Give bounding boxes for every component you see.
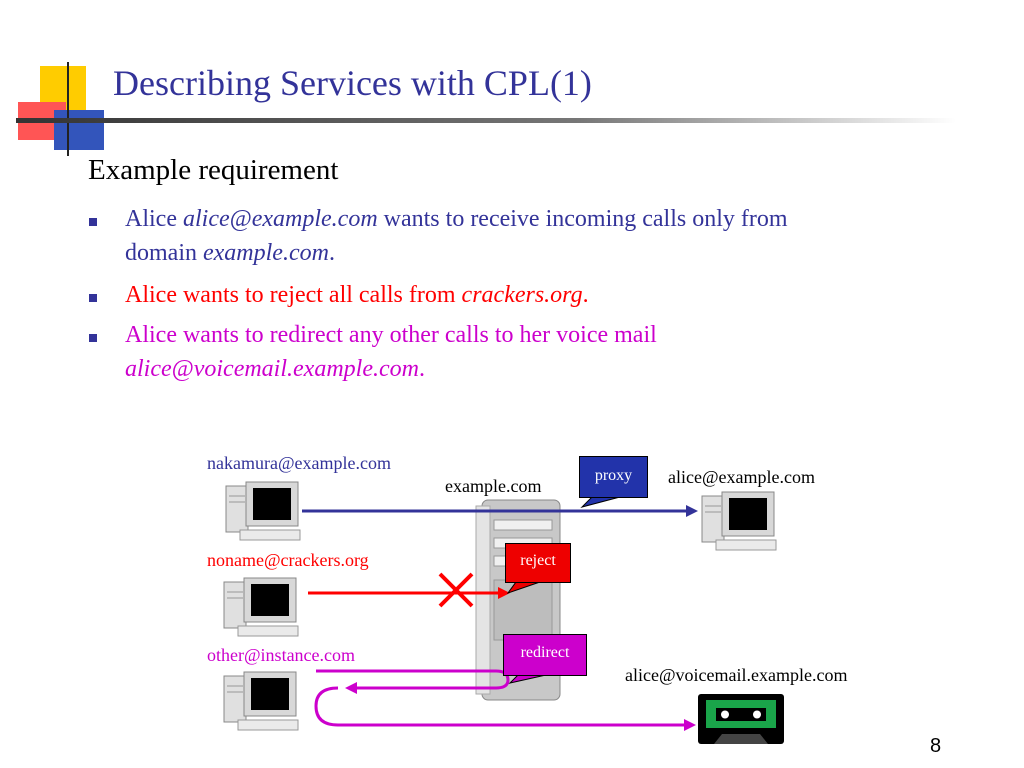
cassette-voicemail-icon bbox=[698, 694, 784, 744]
slide-subtitle: Example requirement bbox=[88, 154, 339, 186]
slide-title: Describing Services with CPL(1) bbox=[113, 63, 592, 103]
proxy-callout-pointer bbox=[580, 496, 621, 508]
bullet-marker bbox=[89, 334, 97, 342]
computer-other bbox=[223, 671, 299, 731]
caller-nakamura-label: nakamura@example.com bbox=[207, 453, 391, 473]
dest-alice-label: alice@example.com bbox=[668, 467, 816, 487]
proxy-arrow-head bbox=[686, 505, 698, 517]
computer-alice bbox=[701, 491, 777, 551]
computer-noname bbox=[223, 577, 299, 637]
caller-noname-label: noname@crackers.org bbox=[207, 550, 369, 570]
bullet-1-line-2: domain example.com. bbox=[125, 240, 335, 266]
page-number: 8 bbox=[930, 735, 942, 757]
bullet-marker bbox=[89, 294, 97, 302]
bullet-3-line-1: Alice wants to redirect any other calls … bbox=[125, 322, 657, 348]
redirect-forward-path bbox=[314, 686, 684, 727]
bullet-3-line-2: alice@voicemail.example.com. bbox=[125, 356, 425, 382]
server-label: example.com bbox=[445, 476, 542, 496]
redirect-forward-head bbox=[684, 719, 696, 731]
title-rule bbox=[16, 118, 956, 123]
bullet-1-line-1: Alice alice@example.com wants to receive… bbox=[125, 206, 788, 232]
redirect-return-path bbox=[316, 669, 510, 690]
redirect-callout: redirect bbox=[503, 634, 587, 676]
slide-decoration bbox=[16, 62, 956, 156]
proxy-callout: proxy bbox=[579, 456, 648, 498]
redirect-return-head bbox=[345, 682, 357, 694]
computer-nakamura bbox=[225, 481, 301, 541]
logo-blue-square bbox=[54, 110, 104, 150]
reject-callout: reject bbox=[505, 543, 571, 583]
bullet-2-line-1: Alice wants to reject all calls from cra… bbox=[125, 282, 589, 308]
caller-other-label: other@instance.com bbox=[207, 645, 356, 665]
dest-voicemail-label: alice@voicemail.example.com bbox=[625, 665, 848, 685]
bullet-marker bbox=[89, 218, 97, 226]
reject-arrow-head bbox=[498, 587, 510, 599]
